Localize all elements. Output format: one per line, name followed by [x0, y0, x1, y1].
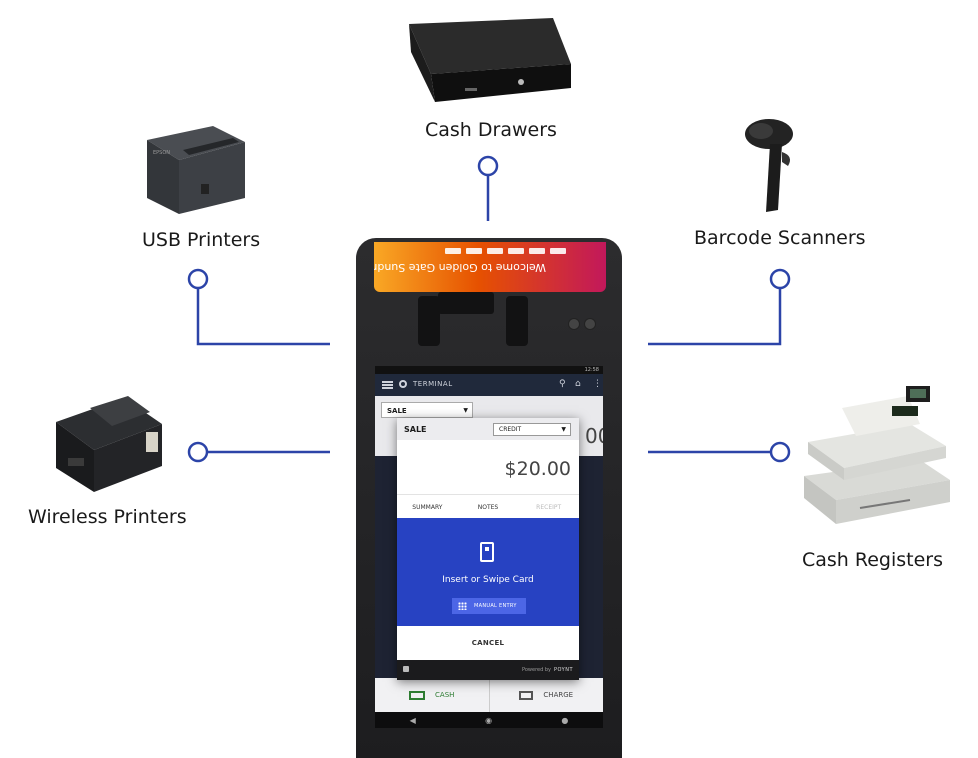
dialog-header: SALE CREDIT ▼ — [397, 418, 579, 440]
customer-display: Welcome to Golden Gate Sundry — [374, 242, 606, 292]
wireless-printer-image — [56, 396, 162, 492]
charge-button[interactable]: CHARGE — [488, 678, 604, 712]
payment-type-select[interactable]: CREDIT ▼ — [493, 423, 571, 436]
back-icon[interactable]: ◀ — [409, 715, 416, 725]
wireless-printers-label: Wireless Printers — [28, 506, 187, 528]
cash-button[interactable]: CASH — [375, 678, 489, 712]
cash-drawer-image — [409, 18, 571, 102]
usb-printers-connector — [196, 288, 330, 346]
cancel-button[interactable]: CANCEL — [471, 639, 505, 647]
usb-printers-label: USB Printers — [142, 229, 261, 251]
status-time: 12:58 — [584, 367, 599, 373]
poynt-terminal: Welcome to Golden Gate Sundry 12:58 TERM… — [356, 238, 622, 758]
customer-welcome-line1: Welcome to — [481, 261, 546, 274]
chevron-down-icon: ▼ — [463, 407, 468, 414]
mode-select[interactable]: SALE ▼ — [381, 402, 473, 418]
dialog-tabs: SUMMARY NOTES RECEIPT — [397, 494, 579, 519]
cash-drawers-label: Cash Drawers — [425, 119, 557, 141]
barcode-scanner-image — [745, 119, 793, 212]
search-icon[interactable]: ⚲ — [559, 379, 566, 389]
android-nav-bar: ◀ ◉ ● — [375, 712, 603, 728]
charge-label: CHARGE — [543, 691, 574, 699]
brand-logo-text: POYNT — [553, 667, 573, 673]
dialog-title: SALE — [404, 425, 427, 434]
usb-printers-node — [187, 268, 209, 290]
customer-welcome-line2: Golden Gate Sundry — [374, 261, 478, 274]
sale-dialog: SALE CREDIT ▼ $20.00 SUMMARY NOTES RECEIP… — [397, 418, 579, 680]
tab-notes[interactable]: NOTES — [477, 503, 499, 511]
terminal-clip-left — [418, 296, 440, 346]
barcode-scanners-node — [769, 268, 791, 290]
card-brand-logos — [445, 248, 566, 254]
keypad-icon — [458, 602, 467, 610]
terminal-clip-right — [506, 296, 528, 346]
app-bar: TERMINAL ⚲ ⌂ ⋮ — [375, 374, 603, 396]
cash-register-image — [804, 386, 950, 524]
tab-summary[interactable]: SUMMARY — [412, 503, 443, 511]
connector-lines — [187, 155, 791, 463]
sale-amount: $20.00 — [504, 458, 571, 480]
cash-label: CASH — [435, 691, 455, 699]
poynt-logo-icon — [399, 380, 407, 388]
chevron-down-icon: ▼ — [561, 426, 566, 433]
manual-entry-label: MANUAL ENTRY — [474, 603, 517, 609]
user-icon[interactable]: ● — [561, 715, 569, 725]
lock-icon — [403, 666, 409, 672]
tab-receipt[interactable]: RECEIPT — [536, 503, 562, 511]
usb-printer-image: EPSON — [147, 126, 245, 214]
more-icon[interactable]: ⋮ — [593, 379, 602, 389]
background-amount: 00 — [585, 424, 603, 448]
payment-method-bar: CASH CHARGE — [375, 678, 603, 712]
manual-entry-button[interactable]: MANUAL ENTRY — [452, 598, 526, 614]
dialog-footer: Powered by POYNT — [397, 660, 579, 680]
cash-registers-node — [769, 441, 791, 463]
cash-icon — [409, 690, 426, 700]
card-slot — [438, 292, 494, 314]
card-prompt-panel: Insert or Swipe Card MANUAL ENTRY — [397, 518, 579, 626]
card-insert-icon — [480, 542, 494, 562]
home-icon[interactable]: ⌂ — [575, 379, 581, 389]
customer-welcome-text: Welcome to Golden Gate Sundry — [374, 261, 546, 274]
menu-icon[interactable] — [382, 381, 393, 389]
barcode-scanners-connector — [648, 288, 782, 346]
insert-card-prompt: Insert or Swipe Card — [442, 575, 534, 585]
cash-registers-label: Cash Registers — [802, 549, 944, 571]
app-title: TERMINAL — [413, 380, 453, 388]
svg-text:EPSON: EPSON — [153, 150, 170, 156]
barcode-scanners-label: Barcode Scanners — [694, 227, 866, 249]
payment-type-value: CREDIT — [499, 426, 522, 433]
cash-drawers-node — [477, 155, 499, 177]
mode-select-value: SALE — [387, 407, 407, 415]
wireless-printers-node — [187, 441, 209, 463]
camera-icon — [568, 318, 596, 330]
card-icon — [519, 690, 534, 700]
merchant-screen: 12:58 TERMINAL ⚲ ⌂ ⋮ SALE ▼ 00 CASH CHARG… — [375, 366, 603, 728]
status-bar: 12:58 — [375, 366, 603, 374]
home-circle-icon[interactable]: ◉ — [485, 715, 493, 725]
powered-by-text: Powered by — [522, 667, 551, 673]
